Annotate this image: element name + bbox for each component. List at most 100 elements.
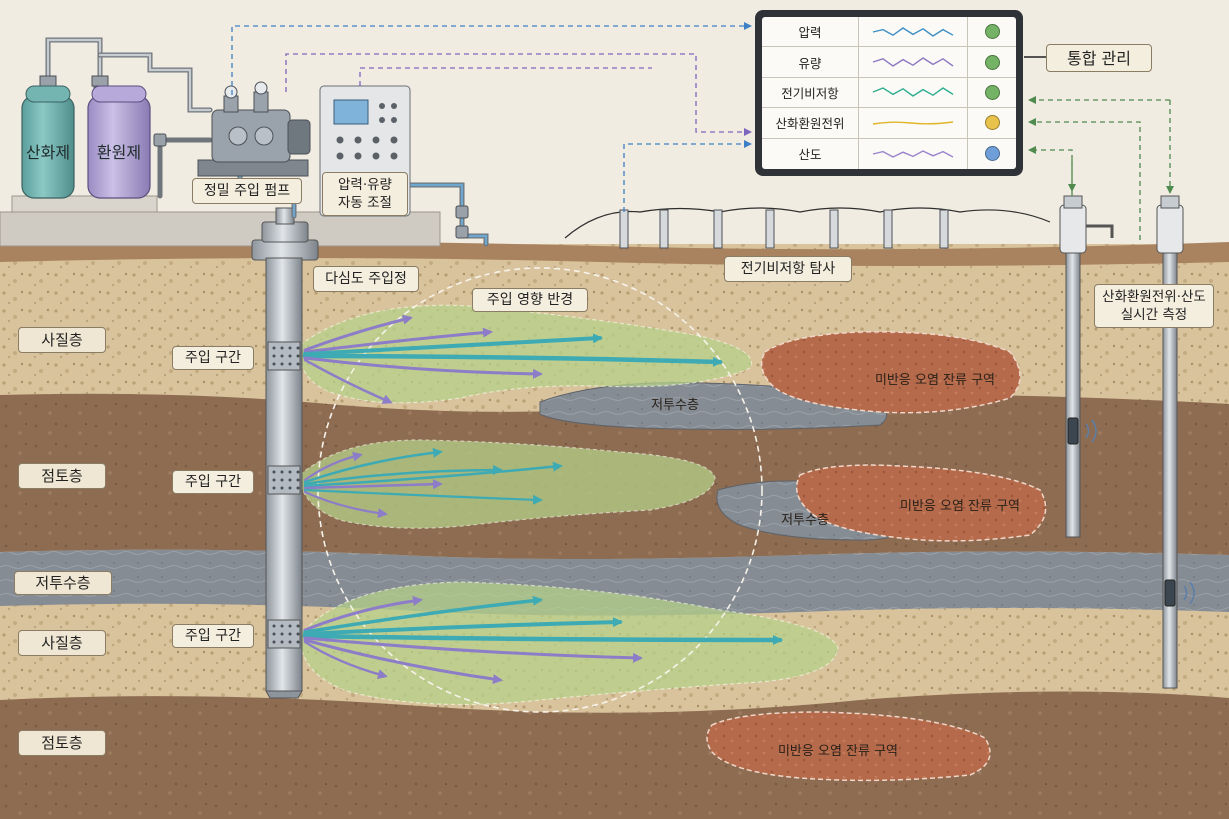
trend-line-icon: [872, 87, 954, 98]
flow-arrow: [303, 595, 423, 632]
trend-line-icon: [872, 149, 954, 158]
signal-links: [231, 22, 1174, 240]
oxidant-tank-label: 산화제: [25, 142, 71, 162]
influence-radius-label: 주입 영향 반경: [472, 288, 588, 312]
dashboard-row-status: [968, 84, 1016, 100]
flow-arrow: [303, 595, 543, 634]
dashboard-row-trend: [859, 47, 968, 77]
layer-label-clay-lower: 점토층: [18, 730, 106, 756]
monitoring-well-1: [1059, 195, 1114, 538]
oxidant-tank: [21, 75, 75, 199]
flow-arrow: [303, 490, 388, 519]
dashboard-row-status: [968, 115, 1016, 131]
plume-upper: [298, 304, 752, 404]
flow-arrow: [303, 461, 563, 488]
layer-label-clay-upper: 점토층: [18, 463, 106, 489]
residual-zone-label-3: 미반응 오염 잔류 구역: [777, 743, 899, 759]
flow-arrow: [303, 640, 388, 680]
screen-zone-label-1: 주입 구간: [172, 346, 254, 370]
flow-arrow: [303, 447, 443, 484]
dashboard-row-label: 유량: [762, 47, 859, 77]
electrode-icon: [765, 209, 775, 249]
flow-arrow: [303, 636, 643, 663]
residual-zone-3: [706, 711, 991, 782]
status-indicator-icon: [984, 115, 1000, 131]
dashboard-row-status: [968, 146, 1016, 162]
dashboard-row: 산화환원전위: [762, 108, 1016, 139]
dashboard-row-trend: [859, 138, 968, 169]
status-indicator-icon: [984, 146, 1000, 162]
tank-base: [11, 195, 158, 213]
electrode-icon: [939, 209, 949, 249]
plume-middle: [299, 439, 716, 529]
electrode-icon: [659, 209, 669, 249]
flow-arrow: [303, 465, 503, 486]
signal-wave-icon: [1183, 581, 1195, 605]
flow-arrows: [302, 314, 783, 684]
dashboard-row: 압력: [762, 17, 1016, 48]
dashboard-row-status: [968, 24, 1016, 40]
flow-arrow: [303, 327, 493, 354]
screen-zone-label-2: 주입 구간: [172, 470, 254, 494]
residual-zone-label-2: 미반응 오염 잔류 구역: [899, 498, 1021, 514]
pressure-gauge-icon: [224, 85, 238, 99]
reductant-tank-label: 환원제: [96, 142, 142, 162]
flow-arrow: [303, 617, 623, 636]
trend-line-icon: [872, 57, 954, 67]
residual-zone-label-1: 미반응 오염 잔류 구역: [874, 372, 996, 388]
reductant-tank: [87, 75, 151, 199]
controller-label-text: 압력·유량 자동 조절: [338, 177, 392, 211]
lens-label-1: 저투수층: [651, 397, 699, 413]
electrode-icon: [883, 209, 893, 249]
dashboard-title: 통합 관리: [1046, 44, 1152, 72]
sensor-probe-icon: [1164, 579, 1176, 607]
dashboard-row-trend: [859, 108, 968, 138]
flow-arrow: [302, 633, 783, 645]
flow-arrow: [303, 479, 443, 490]
pressure-gauge-icon: [254, 81, 268, 95]
dashboard-row-label: 전기비저항: [762, 77, 859, 108]
dashboard-row-trend: [859, 17, 968, 47]
monitoring-well-2: [1156, 195, 1195, 689]
sensor-probe-icon: [1067, 417, 1079, 445]
signal-wave-icon: [1085, 419, 1097, 443]
status-indicator-icon: [984, 24, 1000, 40]
status-indicator-icon: [984, 54, 1000, 70]
residual-zone-2: [795, 464, 1047, 542]
screen-zone-label-3: 주입 구간: [172, 624, 254, 648]
flow-arrow: [303, 356, 543, 379]
flow-arrow: [303, 451, 363, 482]
trend-line-icon: [872, 121, 954, 125]
injection-plumes: [298, 304, 839, 706]
flow-arrow: [303, 488, 543, 505]
dashboard-row: 유량: [762, 47, 1016, 78]
injection-well: [251, 207, 319, 699]
injection-pump: [197, 81, 311, 177]
dashboard-row-label: 산화환원전위: [762, 108, 859, 138]
flow-arrow: [303, 333, 603, 356]
aquitard-layer: [0, 549, 1229, 616]
influence-radius-circle: [317, 267, 763, 713]
flow-arrow: [303, 314, 413, 352]
residual-zones: [706, 331, 1047, 782]
flow-arrow: [303, 638, 503, 684]
electrode-icon: [713, 209, 723, 249]
layer-label-sand-upper: 사질층: [18, 327, 106, 353]
dashboard-row-label: 압력: [762, 17, 859, 47]
ground-slab: [0, 211, 441, 247]
layer-label-aquitard: 저투수층: [14, 571, 112, 595]
flow-arrow: [302, 353, 723, 367]
status-indicator-icon: [984, 84, 1000, 100]
resistivity-survey-label: 전기비저항 탐사: [724, 256, 852, 282]
sensor-measurement-label: 산화환원전위·산도 실시간 측정: [1094, 284, 1214, 328]
sensor-measurement-label-text: 산화환원전위·산도 실시간 측정: [1102, 289, 1206, 323]
residual-zone-1: [760, 331, 1021, 414]
sky: [0, 0, 1229, 250]
layer-label-sand-lower: 사질층: [18, 630, 106, 656]
pump-label: 정밀 주입 펌프: [192, 178, 302, 204]
electrode-icon: [619, 209, 629, 249]
